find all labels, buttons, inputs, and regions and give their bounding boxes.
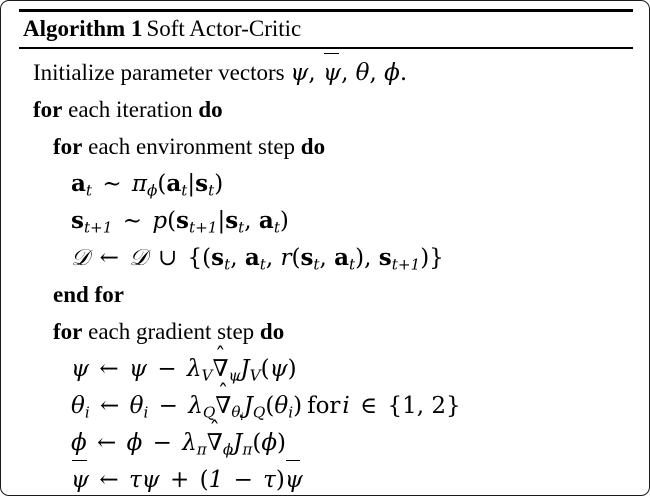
algorithm-body: Initialize parameter vectors ψ, ψ, θ, ϕ.… <box>19 49 633 496</box>
algorithm-title-rule <box>19 47 633 49</box>
line-for-iteration: for each iteration do <box>19 91 633 128</box>
equation-update-theta: θi ← θi − λQ∇θiJQ(θi)fori ∈ {1, 2} <box>71 392 461 423</box>
line-for-gradient-step: for each gradient step do <box>19 313 633 350</box>
keyword-do: do <box>259 318 285 344</box>
equation-update-phi: ϕ ← ϕ − λπ∇ϕJπ(ϕ) <box>71 430 286 457</box>
line-sample-action: at ∼ πϕ(at|st) <box>19 165 633 202</box>
for-gradient-step-text: each gradient step <box>88 318 255 344</box>
for-environment-step-text: each environment step <box>88 133 296 159</box>
line-append-replay-buffer: 𝒟 ← 𝒟 ∪ {(st, at, r(st, at), st+1)} <box>19 239 633 276</box>
keyword-for: for <box>33 96 63 122</box>
line-update-psi-bar: ψ ← τψ + (1 − τ)ψ <box>19 460 633 496</box>
algorithm-caption: Soft Actor-Critic <box>146 16 302 41</box>
equation-update-psi: ψ ← ψ − λV∇ψJV(ψ) <box>71 356 297 383</box>
algorithm-number-label: Algorithm 1 <box>23 16 143 41</box>
initialize-symbols: ψ, ψ, θ, ϕ. <box>290 53 407 86</box>
line-initialize: Initialize parameter vectors ψ, ψ, θ, ϕ. <box>19 53 633 91</box>
equation-update-psi-bar: ψ ← τψ + (1 − τ)ψ <box>71 460 303 493</box>
keyword-end-for: end for <box>53 281 124 307</box>
equation-append-replay-buffer: 𝒟 ← 𝒟 ∪ {(st, at, r(st, at), st+1)} <box>71 243 444 273</box>
for-all-text: for <box>307 392 341 419</box>
equation-sample-next-state: st+1 ∼ p(st+1|st, at) <box>71 206 289 236</box>
keyword-do: do <box>300 133 326 159</box>
keyword-do: do <box>198 96 223 122</box>
line-sample-next-state: st+1 ∼ p(st+1|st, at) <box>19 202 633 239</box>
keyword-for: for <box>53 133 83 159</box>
equation-sample-action: at ∼ πϕ(at|st) <box>71 169 224 199</box>
algorithm-top-rule <box>19 9 633 12</box>
line-update-theta: θi ← θi − λQ∇θiJQ(θi)fori ∈ {1, 2} <box>19 387 633 424</box>
line-for-environment-step: for each environment step do <box>19 128 633 165</box>
initialize-text: Initialize parameter vectors <box>33 59 285 85</box>
line-update-phi: ϕ ← ϕ − λπ∇ϕJπ(ϕ) <box>19 424 633 461</box>
line-update-psi: ψ ← ψ − λV∇ψJV(ψ) <box>19 350 633 387</box>
line-end-for-environment: end for <box>19 276 633 313</box>
for-iteration-text: each iteration <box>68 96 193 122</box>
keyword-for: for <box>53 318 83 344</box>
